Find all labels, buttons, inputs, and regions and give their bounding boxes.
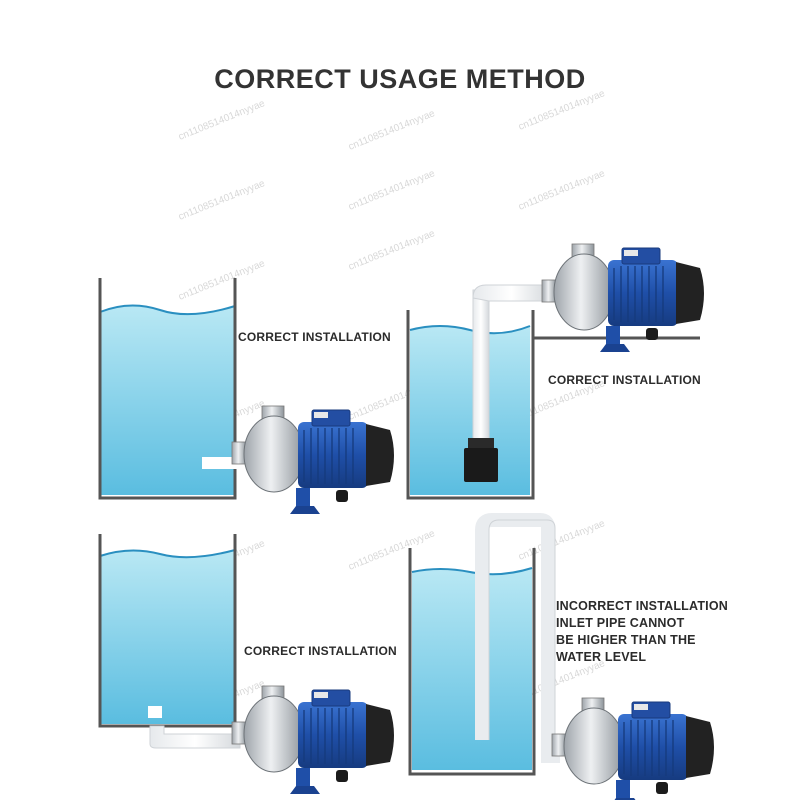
- label-top-left: CORRECT INSTALLATION: [238, 330, 391, 344]
- label-bottom-left: CORRECT INSTALLATION: [244, 644, 397, 658]
- tank-bottom-right: [408, 513, 567, 776]
- label-line: BE HIGHER THAN THE: [556, 633, 696, 647]
- label-line: INLET PIPE CANNOT: [556, 616, 685, 630]
- watermark-text: cn1108514014nyyae: [177, 98, 267, 143]
- label-bottom-right: INCORRECT INSTALLATION INLET PIPE CANNOT…: [556, 598, 728, 666]
- tank-bottom-left: [98, 534, 241, 749]
- tank-top-left: [98, 278, 238, 500]
- watermark-text: cn1108514014nyyae: [347, 228, 437, 273]
- pump-top-left: [231, 405, 395, 515]
- tank-top-right: [406, 284, 700, 500]
- watermark-text: cn1108514014nyyae: [177, 258, 267, 303]
- pump-bottom-right: [551, 697, 715, 800]
- label-line: INCORRECT INSTALLATION: [556, 599, 728, 613]
- watermark-text: cn1108514014nyyae: [177, 178, 267, 223]
- watermark-text: cn1108514014nyyae: [347, 528, 437, 573]
- watermark-text: cn1108514014nyyae: [347, 108, 437, 153]
- label-top-right: CORRECT INSTALLATION: [548, 373, 701, 387]
- watermark-text: cn1108514014nyyae: [347, 168, 437, 213]
- watermark-text: cn1108514014nyyae: [517, 168, 607, 213]
- page-title: CORRECT USAGE METHOD: [214, 64, 586, 94]
- pump-top-right: [541, 243, 705, 353]
- pump-bottom-left: [231, 685, 395, 795]
- label-line: WATER LEVEL: [556, 650, 647, 664]
